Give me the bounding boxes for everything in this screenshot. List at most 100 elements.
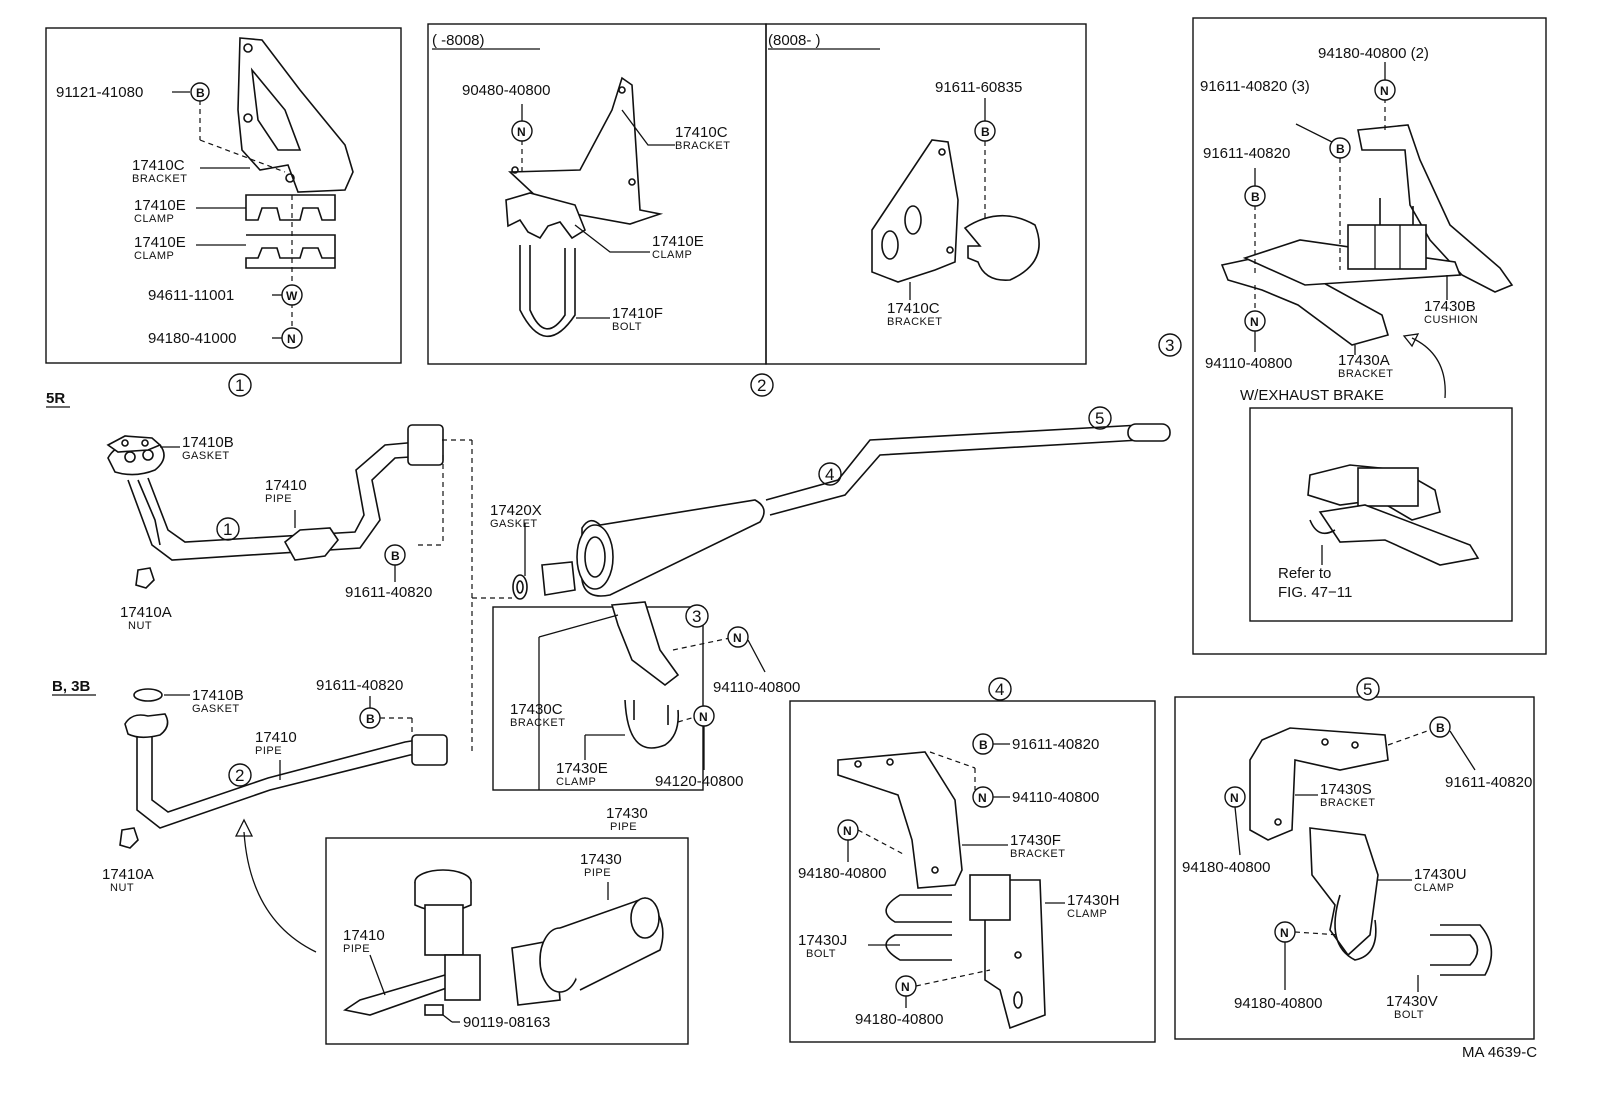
bolt-symbol: B (1244, 185, 1266, 207)
svg-text:B: B (981, 125, 990, 139)
panel-3-drawing (1220, 124, 1514, 346)
marker-2-on-pipe: 2 (228, 763, 252, 787)
svg-text:4: 4 (825, 465, 834, 484)
svg-text:N: N (901, 980, 910, 994)
label-p1-clamp1-num: 17410E (134, 197, 186, 214)
svg-text:W: W (286, 289, 298, 303)
label-i-pipe1-num: 17410 (343, 927, 385, 944)
nut-symbol: N (895, 975, 917, 997)
nut-symbol: N (511, 120, 533, 142)
svg-text:3: 3 (692, 607, 701, 626)
svg-text:1: 1 (223, 520, 232, 539)
label-p2a-clamp-name: CLAMP (652, 249, 692, 261)
label-p1-bracket-num: 17410C (132, 157, 185, 174)
label-p1-washer: 94611-11001 (148, 287, 234, 304)
svg-text:B: B (1251, 190, 1260, 204)
bolt-symbol: B (384, 544, 406, 566)
label-p2a-bolt-num: 17410F (612, 305, 663, 322)
label-p2a-bolt-name: BOLT (612, 321, 642, 333)
bolt-symbol: B (1329, 137, 1351, 159)
svg-text:N: N (733, 631, 742, 645)
nut-symbol: N (281, 327, 303, 349)
label-m-gasketx-name: GASKET (490, 518, 538, 530)
label-p2a-nut: 90480-40800 (462, 82, 550, 99)
inset-connection-frame (325, 837, 689, 1045)
svg-text:4: 4 (995, 680, 1004, 699)
label-m-nut-num: 17410A (120, 604, 172, 621)
refer-line-1: Refer to (1278, 565, 1331, 582)
label-p4-ubolt-name: BOLT (806, 948, 836, 960)
marker-5-on-tail: 5 (1088, 406, 1112, 430)
panel-2a-drawing (505, 76, 664, 338)
svg-text:N: N (517, 125, 526, 139)
exhaust-brake-frame (1249, 407, 1513, 622)
label-p3-cushion-num: 17430B (1424, 298, 1476, 315)
nut-symbol: N (1244, 310, 1266, 332)
label-i-pipe2-name: PIPE (584, 867, 611, 879)
label-p1-bolt: 91121-41080 (56, 84, 143, 101)
refer-line-2: FIG. 47−11 (1278, 584, 1352, 601)
washer-symbol: W (281, 284, 303, 306)
label-p3-bracket-name: BRACKET (1338, 368, 1393, 380)
label-p1-bracket-name: BRACKET (132, 173, 187, 185)
label-p2a-bracket-num: 17410C (675, 124, 728, 141)
label-p3-bolt: 91611-40820 (1203, 145, 1290, 162)
pipe-5r-drawing (106, 424, 444, 589)
label-m-pipe-name: PIPE (265, 493, 292, 505)
label-p5-nut1: 94180-40800 (1182, 859, 1270, 876)
header-after-8008: (8008- ) (768, 32, 821, 49)
label-p5-ubolt-num: 17430V (1386, 993, 1438, 1010)
label-b-nut-num: 17410A (102, 866, 154, 883)
panel-2b-drawing (871, 139, 1040, 283)
label-p5-bracket-num: 17430S (1320, 781, 1372, 798)
exhaust-brake-arrow (1411, 337, 1446, 399)
label-m-gasket-name: GASKET (182, 450, 230, 462)
marker-5: 5 (1356, 677, 1380, 701)
inset-arrow (243, 831, 317, 953)
exhaust-brake-title: W/EXHAUST BRAKE (1240, 387, 1384, 404)
label-p2a-clamp-num: 17410E (652, 233, 704, 250)
nut-symbol: N (1374, 79, 1396, 101)
label-p4-clamp-name: CLAMP (1067, 908, 1107, 920)
svg-text:1: 1 (235, 376, 244, 395)
label-p2b-bracket-num: 17410C (887, 300, 940, 317)
nut-symbol: N (972, 786, 994, 808)
label-p4-clamp-num: 17430H (1067, 892, 1120, 909)
exhaust-brake-drawing (1307, 464, 1480, 566)
label-p2b-bracket-name: BRACKET (887, 316, 942, 328)
label-p4-bolt: 91611-40820 (1012, 736, 1099, 753)
label-p5-nut2: 94180-40800 (1234, 995, 1322, 1012)
label-m-pipe-num: 17410 (265, 477, 307, 494)
label-c-bracket-num: 17430C (510, 701, 563, 718)
label-c-pipe-num: 17430 (606, 805, 648, 822)
label-c-nut1: 94110-40800 (713, 679, 800, 696)
panel-3-frame (1192, 17, 1547, 655)
label-p3-nut-top: 94180-40800 (2) (1318, 45, 1429, 62)
label-p4-ubolt-num: 17430J (798, 932, 847, 949)
label-i-pipe2-num: 17430 (580, 851, 622, 868)
svg-text:N: N (1280, 926, 1289, 940)
label-p4-nut3: 94180-40800 (855, 1011, 943, 1028)
svg-text:N: N (978, 791, 987, 805)
svg-text:B: B (391, 549, 400, 563)
nut-symbol: N (727, 626, 749, 648)
marker-1-on-pipe: 1 (216, 517, 240, 541)
label-i-bolt: 90119-08163 (463, 1014, 550, 1031)
nut-symbol: N (1224, 786, 1246, 808)
svg-text:B: B (366, 712, 375, 726)
engine-label-b3b: B, 3B (52, 678, 91, 695)
pipe-17430-frame (492, 606, 704, 791)
label-m-bolt: 91611-40820 (345, 584, 432, 601)
label-p1-clamp1-name: CLAMP (134, 213, 174, 225)
svg-text:5: 5 (1363, 680, 1372, 699)
label-p3-cushion-name: CUSHION (1424, 314, 1478, 326)
nut-symbol: N (1274, 921, 1296, 943)
label-b-nut-name: NUT (110, 882, 134, 894)
label-p5-clamp-name: CLAMP (1414, 882, 1454, 894)
marker-3-on-hanger: 3 (685, 604, 709, 628)
panel-1-bracket-drawing (237, 37, 354, 269)
panel-1-frame (45, 27, 402, 364)
bolt-symbol: B (190, 82, 210, 102)
label-p5-clamp-num: 17430U (1414, 866, 1467, 883)
